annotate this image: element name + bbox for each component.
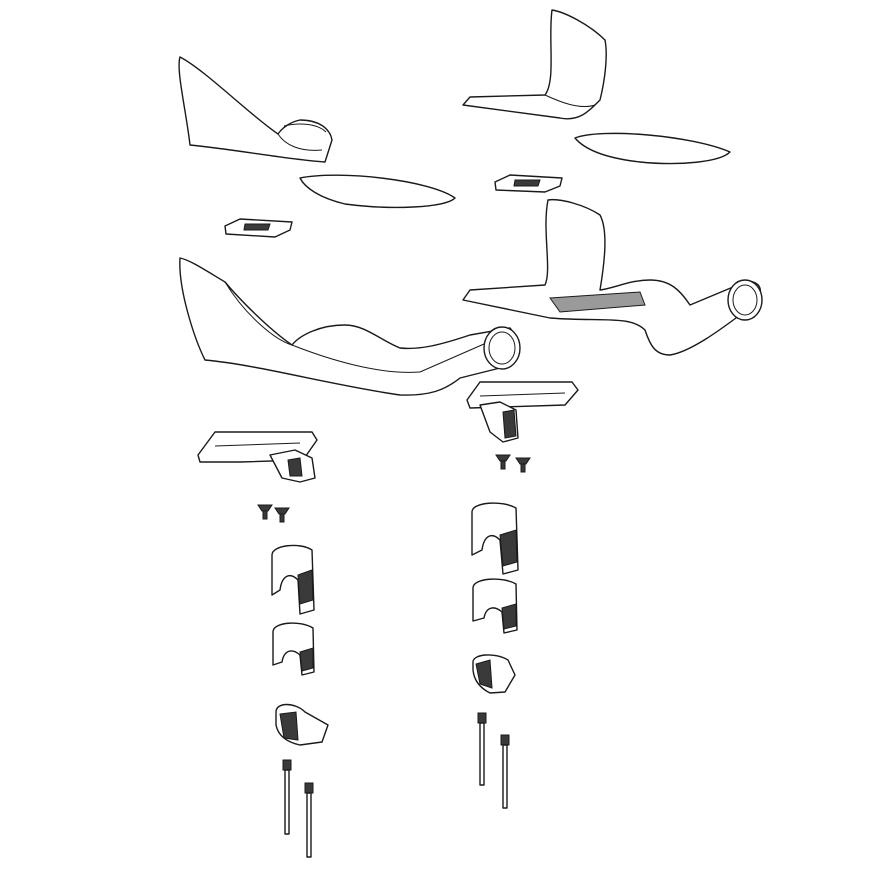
right-armrest-pad	[574, 132, 731, 165]
right-clamp-medium	[472, 578, 518, 634]
left-bolts	[282, 759, 314, 858]
right-bolts	[477, 712, 510, 809]
left-mount-block	[224, 218, 293, 238]
left-armrest-cup	[178, 56, 333, 163]
right-bracket	[466, 381, 579, 443]
left-armrest-pad	[299, 174, 456, 209]
left-screws	[257, 504, 290, 523]
left-bracket	[197, 431, 318, 483]
right-clamp-small	[472, 654, 516, 694]
right-clamp-large	[471, 502, 519, 575]
left-extension-base	[179, 257, 521, 396]
left-tube-end	[483, 326, 521, 370]
left-clamp-large	[271, 544, 315, 615]
right-extension-base	[462, 198, 763, 356]
left-clamp-small	[275, 703, 329, 746]
right-armrest-cup	[462, 9, 607, 120]
right-screws	[495, 454, 531, 473]
right-mount-block	[494, 174, 563, 193]
left-clamp-medium	[272, 622, 315, 676]
